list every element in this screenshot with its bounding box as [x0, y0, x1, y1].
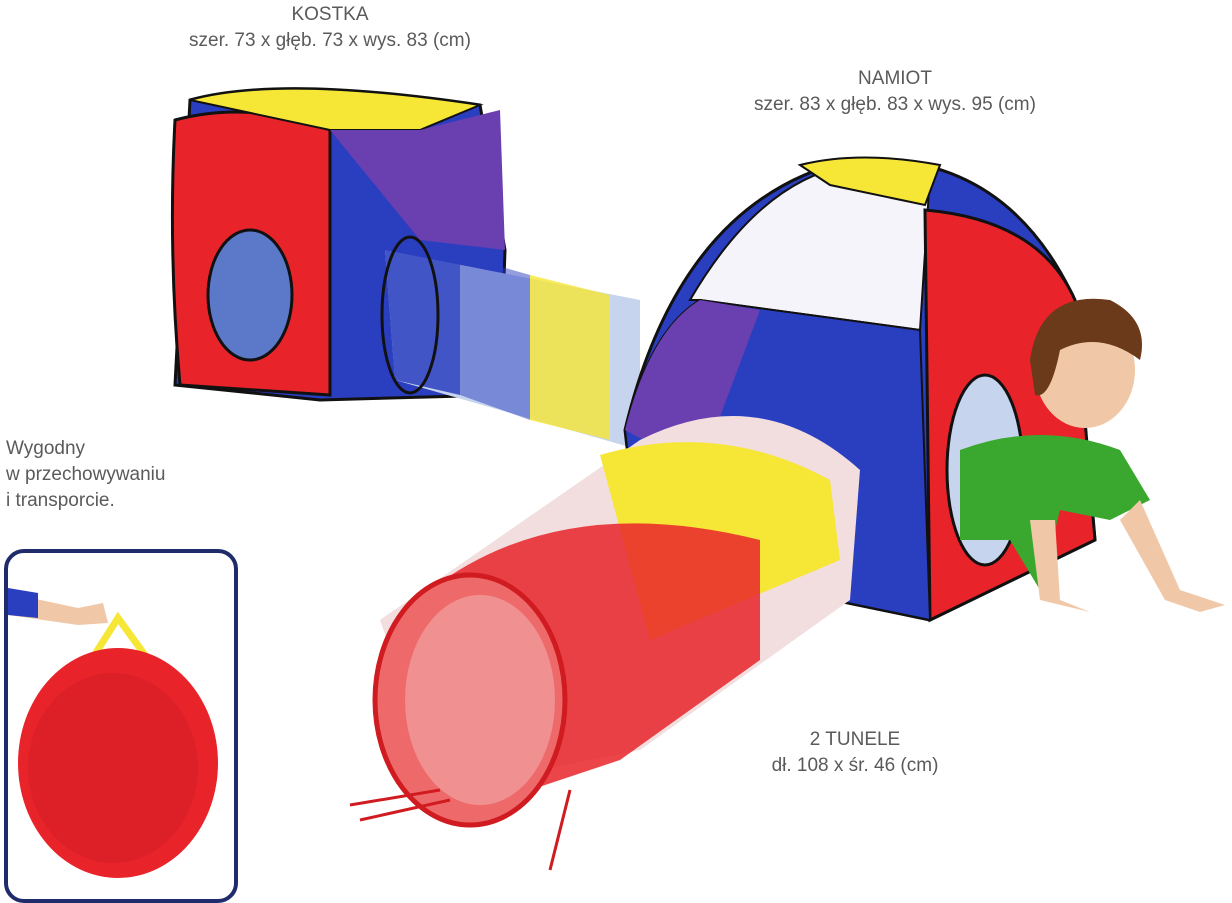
cube-dimensions-label: KOSTKA szer. 73 x głęb. 73 x wys. 83 (cm…: [165, 2, 495, 54]
child-figure: [960, 298, 1225, 612]
cube-title: KOSTKA: [291, 4, 369, 25]
tunnels-title: 2 TUNELE: [809, 729, 901, 750]
storage-line: i transporcie.: [6, 490, 115, 511]
storage-bag-illustration: [8, 588, 218, 878]
storage-line: w przechowywaniu: [6, 464, 166, 485]
storage-caption: Wygodny w przechowywaniu i transporcie.: [6, 436, 165, 514]
storage-line: Wygodny: [6, 438, 86, 459]
tunnels-dimensions-label: 2 TUNELE dł. 108 x śr. 46 (cm): [745, 727, 965, 779]
tent-dims: szer. 83 x głęb. 83 x wys. 95 (cm): [754, 94, 1036, 115]
back-tunnel: [380, 235, 640, 450]
storage-bag-photo: [4, 549, 238, 903]
cube-tent: [170, 87, 507, 402]
front-tunnel: [349, 416, 860, 871]
tent-title: NAMIOT: [858, 68, 932, 89]
cube-dims: szer. 73 x głęb. 73 x wys. 83 (cm): [189, 30, 471, 51]
tunnels-dims: dł. 108 x śr. 46 (cm): [771, 755, 939, 776]
tent-dimensions-label: NAMIOT szer. 83 x głęb. 83 x wys. 95 (cm…: [730, 66, 1060, 118]
